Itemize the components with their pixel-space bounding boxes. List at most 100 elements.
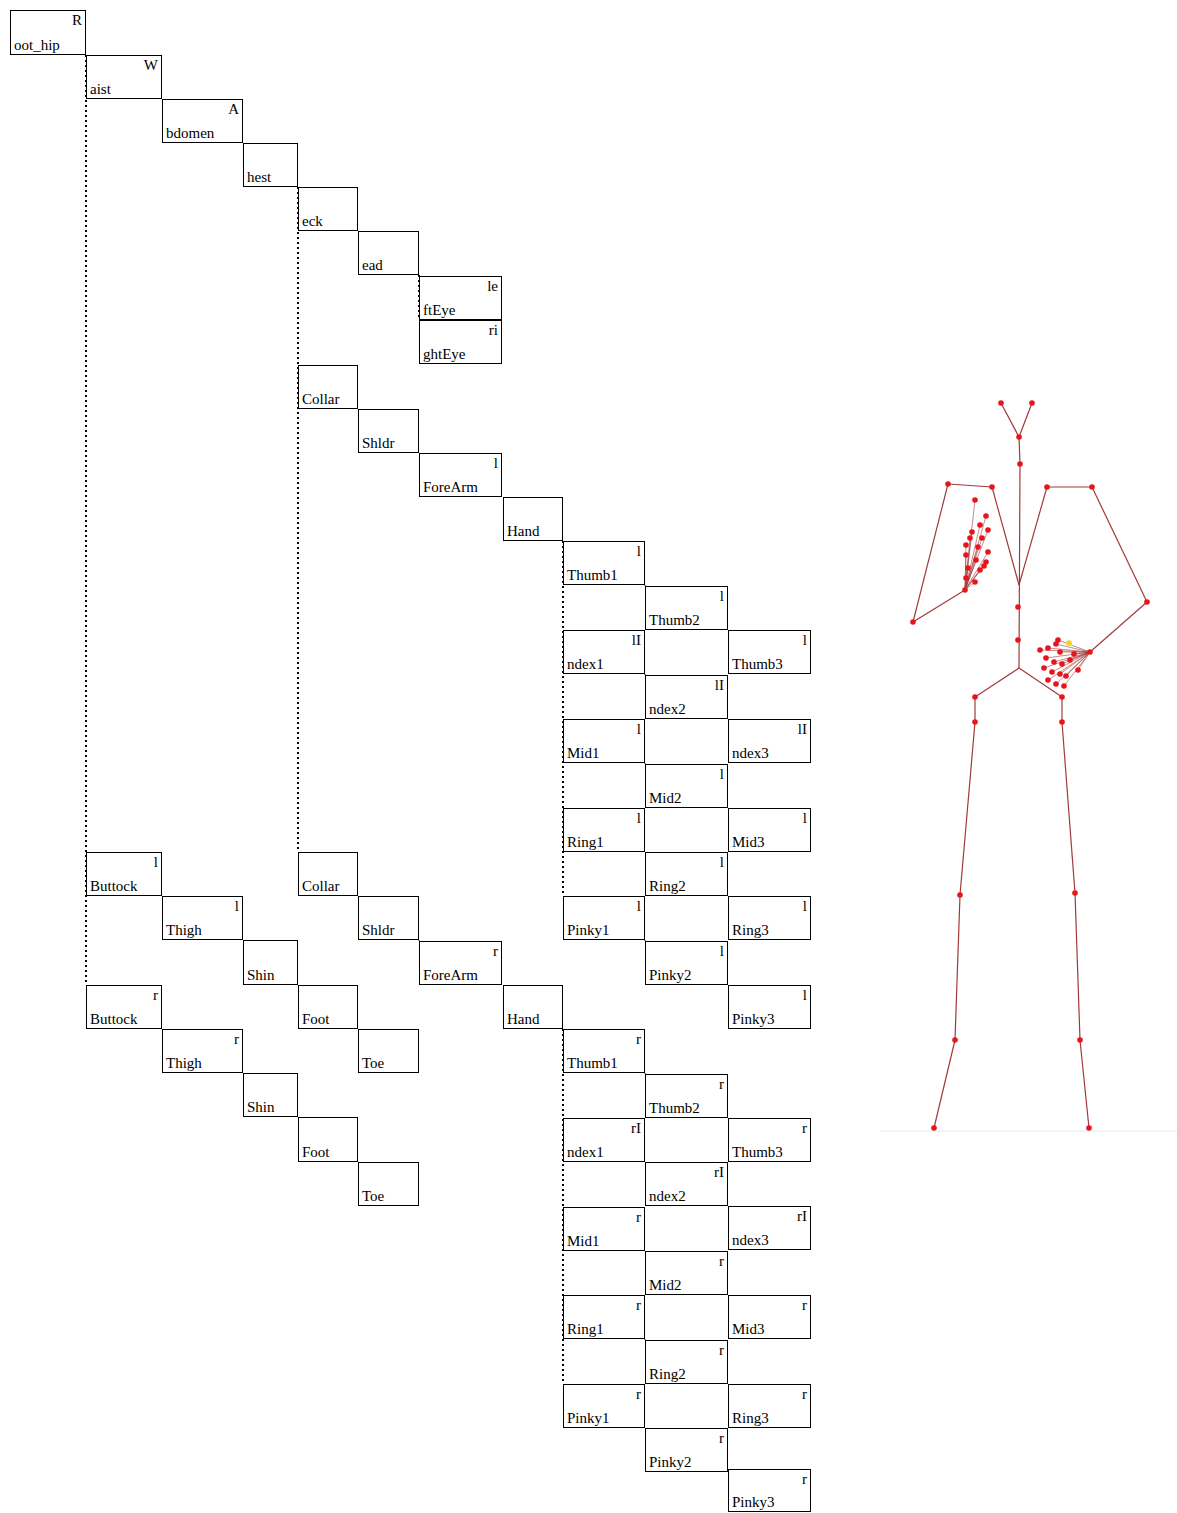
joint-dot <box>1057 671 1063 677</box>
ground-line <box>880 1131 1177 1132</box>
name-label: Buttock <box>90 1011 138 1028</box>
bone <box>1075 893 1080 1040</box>
name-label: Thigh <box>166 1055 202 1072</box>
bone <box>1061 697 1062 722</box>
joint-dot <box>972 694 978 700</box>
bone <box>934 1040 955 1128</box>
name-prefix: rI <box>714 1164 724 1181</box>
bone <box>1092 487 1147 602</box>
name-prefix: r <box>493 943 498 960</box>
bone <box>1019 403 1032 437</box>
joint-dot <box>1061 683 1067 689</box>
name-label: Mid1 <box>567 1233 600 1250</box>
name-prefix: r <box>719 1253 724 1270</box>
joint-dot <box>957 892 963 898</box>
name-prefix: l <box>720 943 724 960</box>
name-label: Thumb3 <box>732 1144 783 1161</box>
name-label: Ring1 <box>567 1321 604 1338</box>
name-label: bdomen <box>166 125 214 142</box>
name-label: ndex1 <box>567 656 604 673</box>
joint-dot <box>1017 461 1023 467</box>
hierarchy-box: leftEye <box>419 276 502 320</box>
hierarchy-box: eck <box>298 187 358 231</box>
hierarchy-box: rPinky1 <box>563 1384 645 1428</box>
joint-dot <box>1045 645 1051 651</box>
name-label: ndex1 <box>567 1144 604 1161</box>
name-label: Thigh <box>166 922 202 939</box>
joint-dot <box>1059 661 1065 667</box>
name-label: Collar <box>302 391 340 408</box>
bone <box>913 484 948 622</box>
hierarchy-box: Shin <box>243 940 298 985</box>
hierarchy-box: lIndex3 <box>728 719 811 763</box>
name-label: aist <box>90 81 111 98</box>
hierarchy-box: rRing2 <box>645 1340 728 1384</box>
hierarchy-box: rI ndex3 <box>728 1206 811 1250</box>
name-prefix: l <box>154 854 158 871</box>
bone <box>948 484 992 487</box>
joint-dot <box>1077 1037 1083 1043</box>
joint-dot <box>963 542 969 548</box>
name-label: Toe <box>362 1055 384 1072</box>
name-label: Hand <box>507 1011 540 1028</box>
bone <box>955 895 960 1040</box>
name-prefix: l <box>803 987 807 1004</box>
selected-joint <box>1066 640 1072 646</box>
hierarchy-box: lThumb1 <box>563 541 645 585</box>
name-prefix: lI <box>632 632 641 649</box>
hierarchy-box: Hand <box>503 497 563 541</box>
joint-dot <box>972 579 978 585</box>
hierarchy-box: Waist <box>86 55 162 99</box>
hierarchy-box: lForeArm <box>419 453 502 497</box>
joint-dot <box>983 513 989 519</box>
joint-dot <box>962 587 968 593</box>
name-label: Shldr <box>362 435 395 452</box>
name-label: Ring2 <box>649 878 686 895</box>
hierarchy-box: Abdomen <box>162 99 243 143</box>
name-prefix: ri <box>489 322 498 339</box>
hierarchy-box: lPinky2 <box>645 941 728 985</box>
hierarchy-box: lI ndex1 <box>563 630 645 674</box>
bone <box>1062 722 1075 893</box>
joint-dot <box>1087 649 1093 655</box>
bone <box>1001 403 1019 437</box>
name-prefix: r <box>802 1471 807 1488</box>
hierarchy-box: lPinky1 <box>563 896 645 940</box>
name-label: ead <box>362 257 383 274</box>
finger-bone <box>1048 652 1090 680</box>
hierarchy-box: ead <box>358 231 419 275</box>
hierarchy-box: lRing3 <box>728 896 811 940</box>
name-label: Ring2 <box>649 1366 686 1383</box>
joint-dot <box>977 522 983 528</box>
name-prefix: l <box>494 455 498 472</box>
name-label: Foot <box>302 1011 330 1028</box>
name-prefix: r <box>802 1297 807 1314</box>
hierarchy-box: Foot <box>298 1117 358 1162</box>
name-label: ndex3 <box>732 1232 769 1249</box>
hierarchy-box: rRing3 <box>728 1384 811 1428</box>
name-prefix: l <box>720 588 724 605</box>
joint-dot <box>1059 694 1065 700</box>
name-label: Thumb1 <box>567 567 618 584</box>
hierarchy-box: rIndex1 <box>563 1118 645 1162</box>
joint-dot <box>1072 890 1078 896</box>
joint-dot <box>1086 1125 1092 1131</box>
name-label: Thumb2 <box>649 612 700 629</box>
joint-dot <box>952 1037 958 1043</box>
joint-dot <box>998 400 1004 406</box>
joint-dot <box>1075 667 1081 673</box>
joint-dot <box>1063 673 1069 679</box>
name-label: Pinky1 <box>567 922 610 939</box>
bone <box>1019 487 1047 585</box>
hierarchy-box: Shldr <box>358 896 419 940</box>
name-label: Thumb1 <box>567 1055 618 1072</box>
hierarchy-box: hest <box>243 143 298 187</box>
joint-dot <box>963 552 969 558</box>
name-prefix: rI <box>797 1208 807 1225</box>
joint-dot <box>1057 649 1063 655</box>
name-prefix: l <box>235 898 239 915</box>
name-label: Buttock <box>90 878 138 895</box>
finger-bone <box>1078 652 1090 670</box>
name-label: Pinky3 <box>732 1494 775 1511</box>
hierarchy-box: rPinky2 <box>645 1428 728 1472</box>
